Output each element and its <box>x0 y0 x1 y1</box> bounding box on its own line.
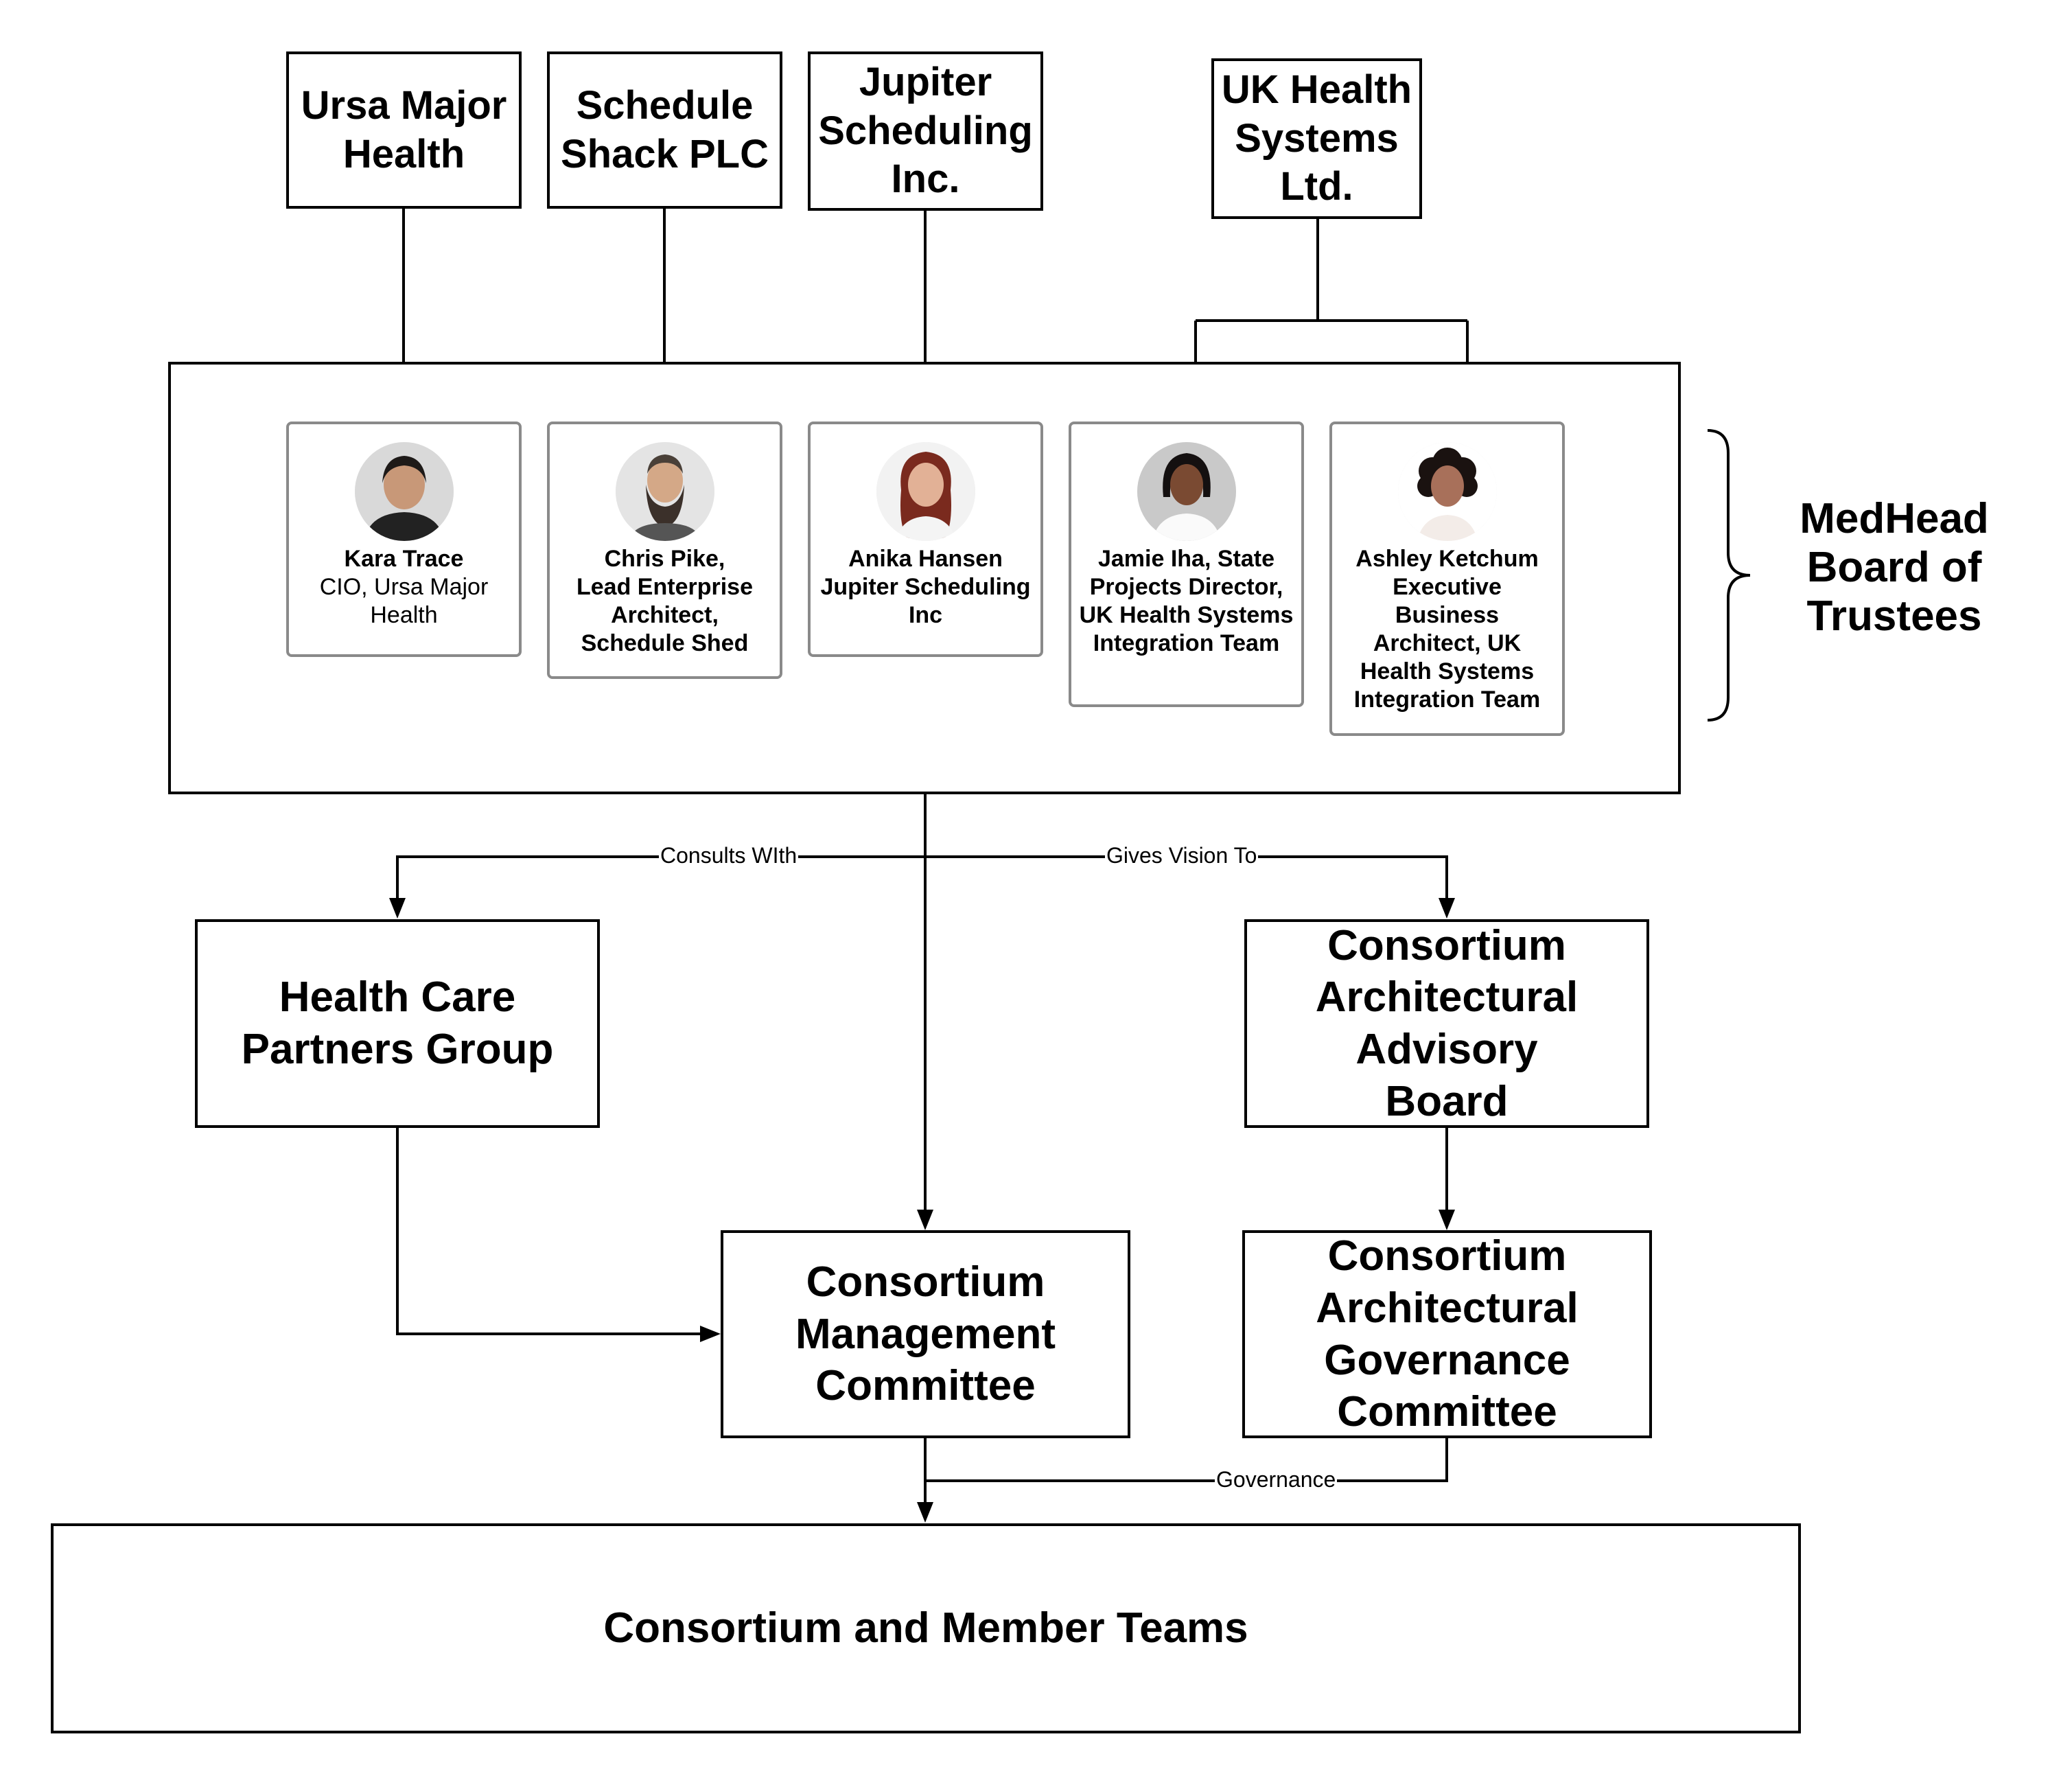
consortium-management-committee: Consortium Management Committee <box>721 1230 1130 1438</box>
consortium-and-member-teams: Consortium and Member Teams <box>51 1523 1801 1733</box>
member-name: Chris Pike, <box>604 546 725 572</box>
avatar <box>354 442 454 541</box>
org-schedule-shack: Schedule Shack PLC <box>547 51 782 209</box>
member-card-jamie-iha: Jamie Iha, State Projects Director, UK H… <box>1069 422 1304 707</box>
member-card-kara-trace: Kara Trace CIO, Ursa Major Health <box>286 422 522 657</box>
org-ursa-major-health: Ursa Major Health <box>286 51 522 209</box>
member-card-chris-pike: Chris Pike, Lead Enterprise Architect, S… <box>547 422 782 679</box>
member-role: CIO, Ursa Major Health <box>319 574 489 628</box>
member-name: Kara Trace <box>344 546 464 572</box>
consortium-architectural-governance-committee: Consortium Architectural Governance Comm… <box>1242 1230 1652 1438</box>
board-brace <box>1707 429 1751 722</box>
org-label: Ursa Major Health <box>301 82 507 176</box>
edge-partners-to-management <box>396 1127 701 1335</box>
board-of-trustees-label: MedHead Board of Trustees <box>1800 495 1989 640</box>
edge-governance <box>925 1438 1448 1482</box>
group-label: Consortium Architectural Advisory Board <box>1315 921 1579 1125</box>
member-name: Jamie Iha, State <box>1097 546 1274 572</box>
org-label: Schedule Shack PLC <box>561 82 769 176</box>
org-label: Jupiter Scheduling Inc. <box>818 59 1033 202</box>
member-card-ashley-ketchum: Ashley Ketchum Executive Business Archit… <box>1329 422 1565 736</box>
avatar <box>876 442 975 541</box>
org-label: UK Health Systems Ltd. <box>1221 67 1412 209</box>
member-role: Projects Director, UK Health Systems Int… <box>1079 574 1294 656</box>
consortium-architectural-advisory-board: Consortium Architectural Advisory Board <box>1244 919 1649 1128</box>
member-name: Ashley Ketchum <box>1355 546 1539 572</box>
member-name: Anika Hansen <box>848 546 1003 572</box>
member-role: Lead Enterprise Architect, Schedule Shed <box>577 574 753 656</box>
org-uk-health-systems: UK Health Systems Ltd. <box>1211 58 1422 219</box>
group-label: Consortium Architectural Governance Comm… <box>1316 1232 1579 1436</box>
group-label: Health Care Partners Group <box>241 973 554 1073</box>
edge-gives-vision-to <box>925 855 1448 899</box>
group-label: Consortium Management Committee <box>795 1258 1056 1410</box>
health-care-partners-group: Health Care Partners Group <box>195 919 600 1128</box>
avatar <box>1137 442 1236 541</box>
org-jupiter-scheduling: Jupiter Scheduling Inc. <box>808 51 1043 211</box>
edge-uk-split <box>1194 218 1469 401</box>
avatar <box>615 442 714 541</box>
member-role: Jupiter Scheduling Inc <box>820 574 1031 628</box>
group-label: Consortium and Member Teams <box>603 1604 1248 1652</box>
edge-label-consults-with: Consults WIth <box>659 843 799 868</box>
avatar <box>1397 442 1497 541</box>
member-card-anika-hansen: Anika Hansen Jupiter Scheduling Inc <box>808 422 1043 657</box>
edge-label-gives-vision-to: Gives Vision To <box>1105 843 1259 868</box>
member-role: Executive Business Architect, UK Health … <box>1353 574 1541 713</box>
edge-label-governance: Governance <box>1215 1467 1338 1492</box>
